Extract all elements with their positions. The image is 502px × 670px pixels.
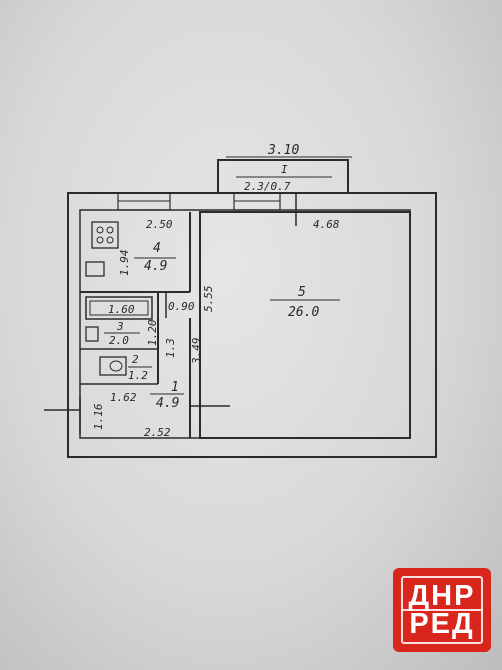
wc-area-label: 1.2 bbox=[128, 369, 148, 382]
stove-icon bbox=[91, 221, 119, 249]
closet-width-label: 0.90 bbox=[168, 300, 195, 313]
balcony-number-label: I bbox=[281, 163, 288, 176]
bath-width-label: 1.60 bbox=[108, 303, 135, 316]
corridor-width-label: 1.62 bbox=[110, 391, 137, 404]
wc-depth-label: 1.3 bbox=[164, 338, 177, 358]
room-5-walls bbox=[199, 211, 411, 439]
watermark-text-bottom: РЕД bbox=[409, 608, 475, 640]
bath-depth-label: 1.20 bbox=[146, 319, 159, 346]
balcony bbox=[217, 156, 352, 193]
room-area-label: 26.0 bbox=[288, 305, 319, 320]
room-length-label: 4.68 bbox=[313, 218, 340, 231]
watermark-divider bbox=[401, 609, 483, 611]
bathtub-icon bbox=[85, 296, 153, 320]
watermark-text-top: ДНР bbox=[408, 580, 476, 612]
toilet-bowl-icon bbox=[109, 360, 123, 372]
stove-burner-icon bbox=[96, 226, 104, 234]
bathroom-block bbox=[80, 292, 167, 385]
wc-number-label: 2 bbox=[132, 353, 139, 366]
corridor-length-label: 3.49 bbox=[190, 338, 203, 366]
kitchen-sink-icon bbox=[85, 261, 105, 277]
kitchen-width-label: 2.50 bbox=[146, 218, 173, 231]
balcony-outline bbox=[217, 159, 349, 193]
entry-width-label: 1.16 bbox=[92, 403, 105, 430]
plan-labels: 3.10 I 2.3/0.7 2.50 1.94 4 4.9 4.68 5.55… bbox=[92, 143, 340, 439]
bottom-width-label: 2.52 bbox=[144, 426, 171, 439]
stove-burner-icon bbox=[96, 236, 104, 244]
hall-number-label: 1 bbox=[171, 380, 179, 395]
stove-burner-icon bbox=[106, 236, 114, 244]
stove-burner-icon bbox=[106, 226, 114, 234]
washbasin-icon bbox=[85, 326, 99, 342]
kitchen bbox=[80, 212, 191, 293]
room-depth-label: 5.55 bbox=[202, 286, 215, 313]
kitchen-area-label: 4.9 bbox=[144, 259, 167, 274]
balcony-width-label: 3.10 bbox=[267, 143, 299, 158]
bath-area-label: 2.0 bbox=[109, 334, 129, 347]
kitchen-length-label: 1.94 bbox=[118, 250, 131, 277]
bathtub-inner-icon bbox=[89, 300, 149, 316]
watermark-logo: ДНР РЕД bbox=[393, 568, 491, 652]
hallway bbox=[44, 318, 230, 438]
balcony-dims-label: 2.3/0.7 bbox=[244, 180, 291, 193]
hall-area-label: 4.9 bbox=[156, 396, 179, 411]
room-number-label: 5 bbox=[298, 285, 306, 300]
bath-number-label: 3 bbox=[116, 320, 124, 333]
kitchen-number-label: 4 bbox=[153, 241, 161, 256]
toilet-icon bbox=[99, 356, 127, 376]
